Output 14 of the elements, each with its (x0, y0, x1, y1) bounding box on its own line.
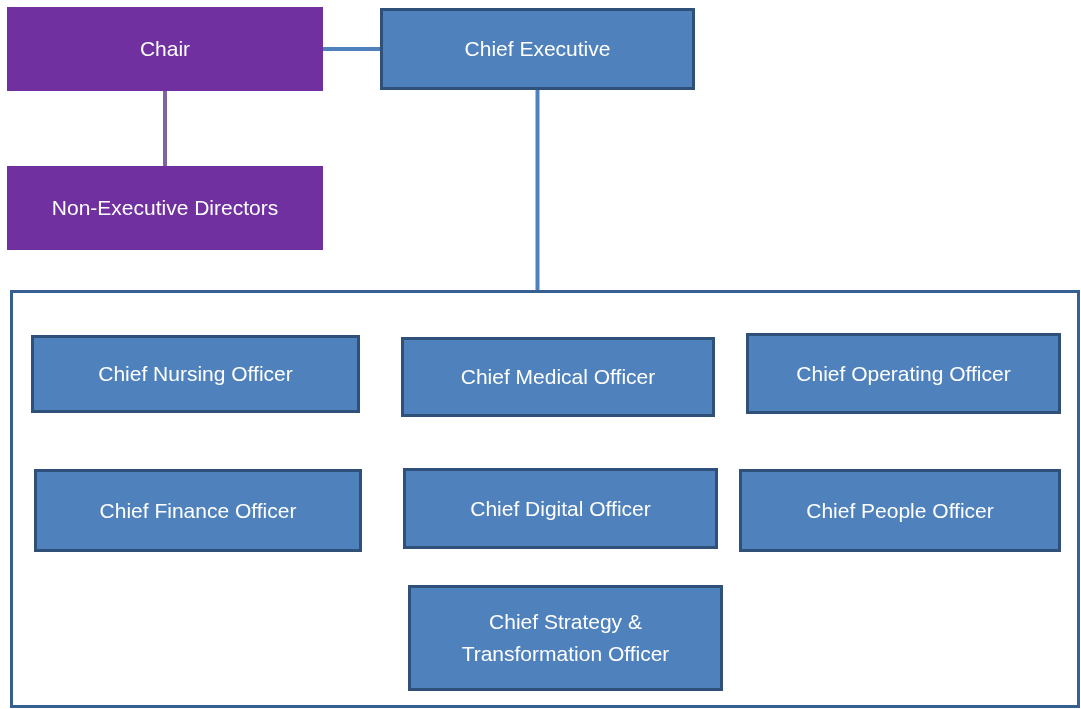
connector-line (535, 90, 540, 290)
role-box: Chief People Officer (739, 469, 1061, 552)
group-frame (10, 290, 1080, 708)
role-box: Chair (7, 7, 323, 91)
connector-line (163, 91, 167, 166)
role-box: Chief Medical Officer (401, 337, 715, 417)
role-box: Chief Executive (380, 8, 695, 90)
connector-line (323, 47, 380, 51)
role-box: Chief Finance Officer (34, 469, 362, 552)
role-box: Chief Digital Officer (403, 468, 718, 549)
role-box: Non-Executive Directors (7, 166, 323, 250)
role-box: Chief Strategy & Transformation Officer (408, 585, 723, 691)
role-box: Chief Operating Officer (746, 333, 1061, 414)
role-box: Chief Nursing Officer (31, 335, 360, 413)
